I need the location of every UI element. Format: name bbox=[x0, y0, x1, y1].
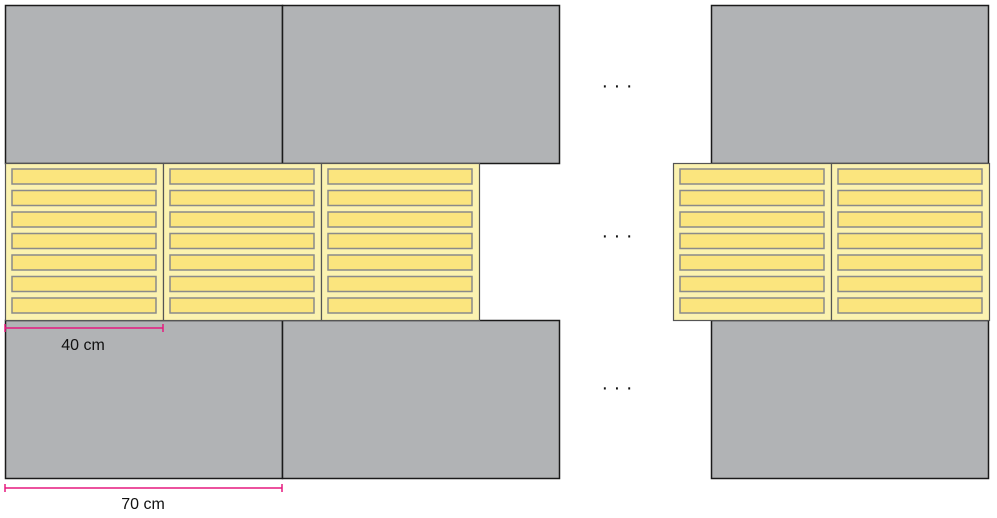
guidance-bar bbox=[169, 254, 315, 271]
tactile-tile bbox=[162, 162, 323, 322]
concrete-slab bbox=[281, 4, 561, 165]
ellipsis-middle: · · · bbox=[601, 225, 632, 247]
guidance-bar bbox=[327, 189, 473, 207]
concrete-slab bbox=[710, 319, 990, 480]
concrete-slab bbox=[4, 4, 284, 165]
guidance-bar bbox=[11, 189, 157, 207]
guidance-bar bbox=[169, 168, 315, 185]
tile-width-dimension bbox=[4, 324, 164, 332]
guidance-bar bbox=[837, 275, 983, 293]
guidance-bar bbox=[169, 275, 315, 293]
tactile-tile bbox=[830, 162, 991, 322]
guidance-bar bbox=[169, 297, 315, 314]
guidance-bar bbox=[11, 275, 157, 293]
concrete-slab bbox=[710, 4, 990, 165]
ellipsis-bottom: · · · bbox=[601, 377, 632, 399]
guidance-bar bbox=[837, 297, 983, 314]
guidance-bar bbox=[11, 254, 157, 271]
guidance-bar bbox=[679, 297, 825, 314]
guidance-bar bbox=[837, 189, 983, 207]
guidance-bar bbox=[327, 211, 473, 228]
tile-width-label: 40 cm bbox=[61, 337, 105, 354]
concrete-slab bbox=[4, 319, 284, 480]
guidance-bar bbox=[11, 211, 157, 228]
guidance-bar bbox=[327, 297, 473, 314]
slab-width-dimension bbox=[4, 484, 283, 492]
guidance-bar bbox=[327, 254, 473, 271]
guidance-bar bbox=[327, 275, 473, 293]
guidance-bar bbox=[327, 168, 473, 185]
guidance-bar bbox=[679, 232, 825, 250]
ellipsis-top: · · · bbox=[601, 75, 632, 97]
guidance-bar bbox=[169, 189, 315, 207]
dimension-lines bbox=[4, 324, 283, 492]
guidance-bar bbox=[679, 189, 825, 207]
tactile-tile bbox=[4, 162, 165, 322]
guidance-bar bbox=[327, 232, 473, 250]
guidance-bar bbox=[679, 168, 825, 185]
guidance-bar bbox=[679, 211, 825, 228]
guidance-bar bbox=[11, 232, 157, 250]
guidance-bar bbox=[837, 211, 983, 228]
tactile-tile bbox=[672, 162, 833, 322]
guidance-bar bbox=[679, 275, 825, 293]
guidance-bar bbox=[837, 168, 983, 185]
slab-width-label: 70 cm bbox=[121, 496, 165, 513]
guidance-bar bbox=[169, 211, 315, 228]
guidance-bar bbox=[837, 254, 983, 271]
tactile-tile bbox=[320, 162, 481, 322]
tactile-tiles bbox=[4, 162, 991, 322]
guidance-bar bbox=[169, 232, 315, 250]
guidance-bar bbox=[11, 297, 157, 314]
guidance-bar bbox=[679, 254, 825, 271]
concrete-slab bbox=[281, 319, 561, 480]
guidance-bar bbox=[11, 168, 157, 185]
concrete-slabs bbox=[4, 4, 990, 480]
guidance-bar bbox=[837, 232, 983, 250]
